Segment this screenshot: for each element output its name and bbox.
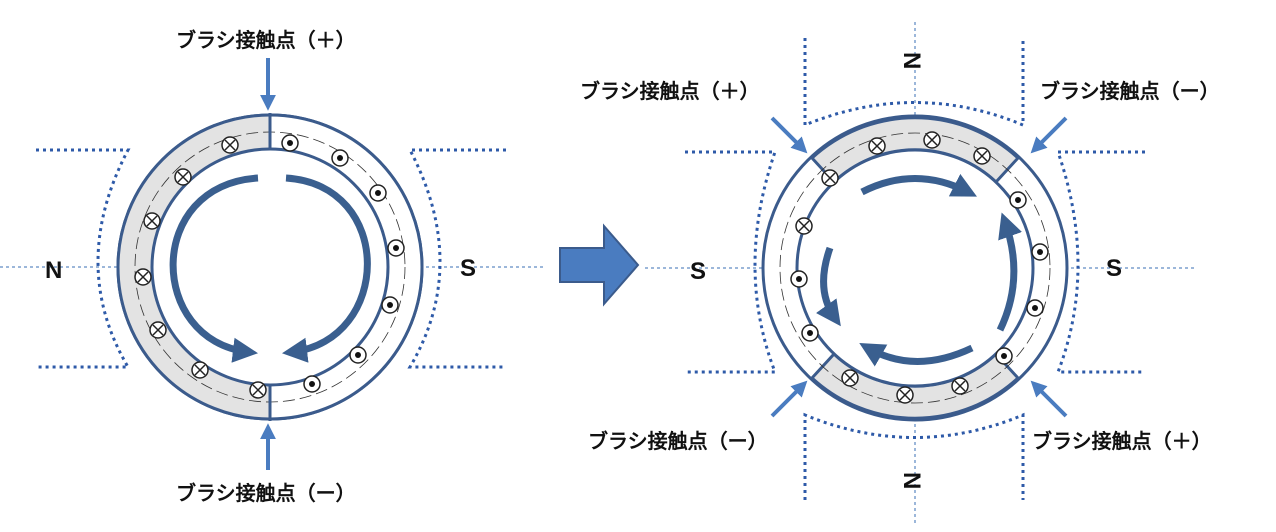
right-brush-bl-arrow [770,380,808,418]
left-pole-n: N [45,257,62,284]
right-brush-tr-label: ブラシ接触点（ー） [1040,79,1220,103]
left-coils-cross [134,136,267,399]
left-brush-top-label: ブラシ接触点（＋） [176,28,356,52]
right-pole-s-right: S [1106,255,1122,282]
right-current-arrow-left [815,246,841,327]
left-coils-dot [281,134,405,393]
right-current-arrow-top [860,173,977,197]
right-pole-n-top: N [898,52,925,69]
right-pole-n-bottom: N [898,472,925,489]
right-motor: ブラシ接触点（＋） ブラシ接触点（ー） ブラシ接触点（ー） ブラシ接触点（＋） … [580,22,1220,525]
right-brush-tl-label: ブラシ接触点（＋） [580,79,760,103]
right-rotor [761,114,1069,422]
right-n-magnet-top [803,38,1025,128]
right-coils-dot [790,191,1049,365]
left-current-arrow-cw [281,174,371,363]
right-brush-tl-arrow [770,116,808,154]
right-brush-tr-arrow [1030,116,1068,154]
right-pole-s-left: S [690,258,706,285]
right-brush-bl-label: ブラシ接触点（ー） [588,429,768,453]
right-s-magnet-left [685,150,778,374]
right-s-magnet-right [1055,150,1145,374]
left-current-arrow-ccw [169,174,259,363]
left-motor: ブラシ接触点（＋） ブラシ接触点（ー） N S [0,28,545,505]
right-brush-br-label: ブラシ接触点（＋） [1032,429,1212,453]
left-n-magnet [36,148,131,369]
right-brush-br-arrow [1030,380,1068,418]
right-current-arrow-right [996,212,1022,332]
left-pole-s: S [460,255,476,282]
right-coils-cross [795,131,991,404]
left-rotor [116,113,424,421]
left-s-magnet [407,148,506,369]
right-block-arrow-icon [559,223,640,307]
right-current-arrow-bottom [859,342,974,367]
left-brush-bottom-label: ブラシ接触点（ー） [176,481,356,505]
right-n-magnet-bottom [803,412,1025,500]
